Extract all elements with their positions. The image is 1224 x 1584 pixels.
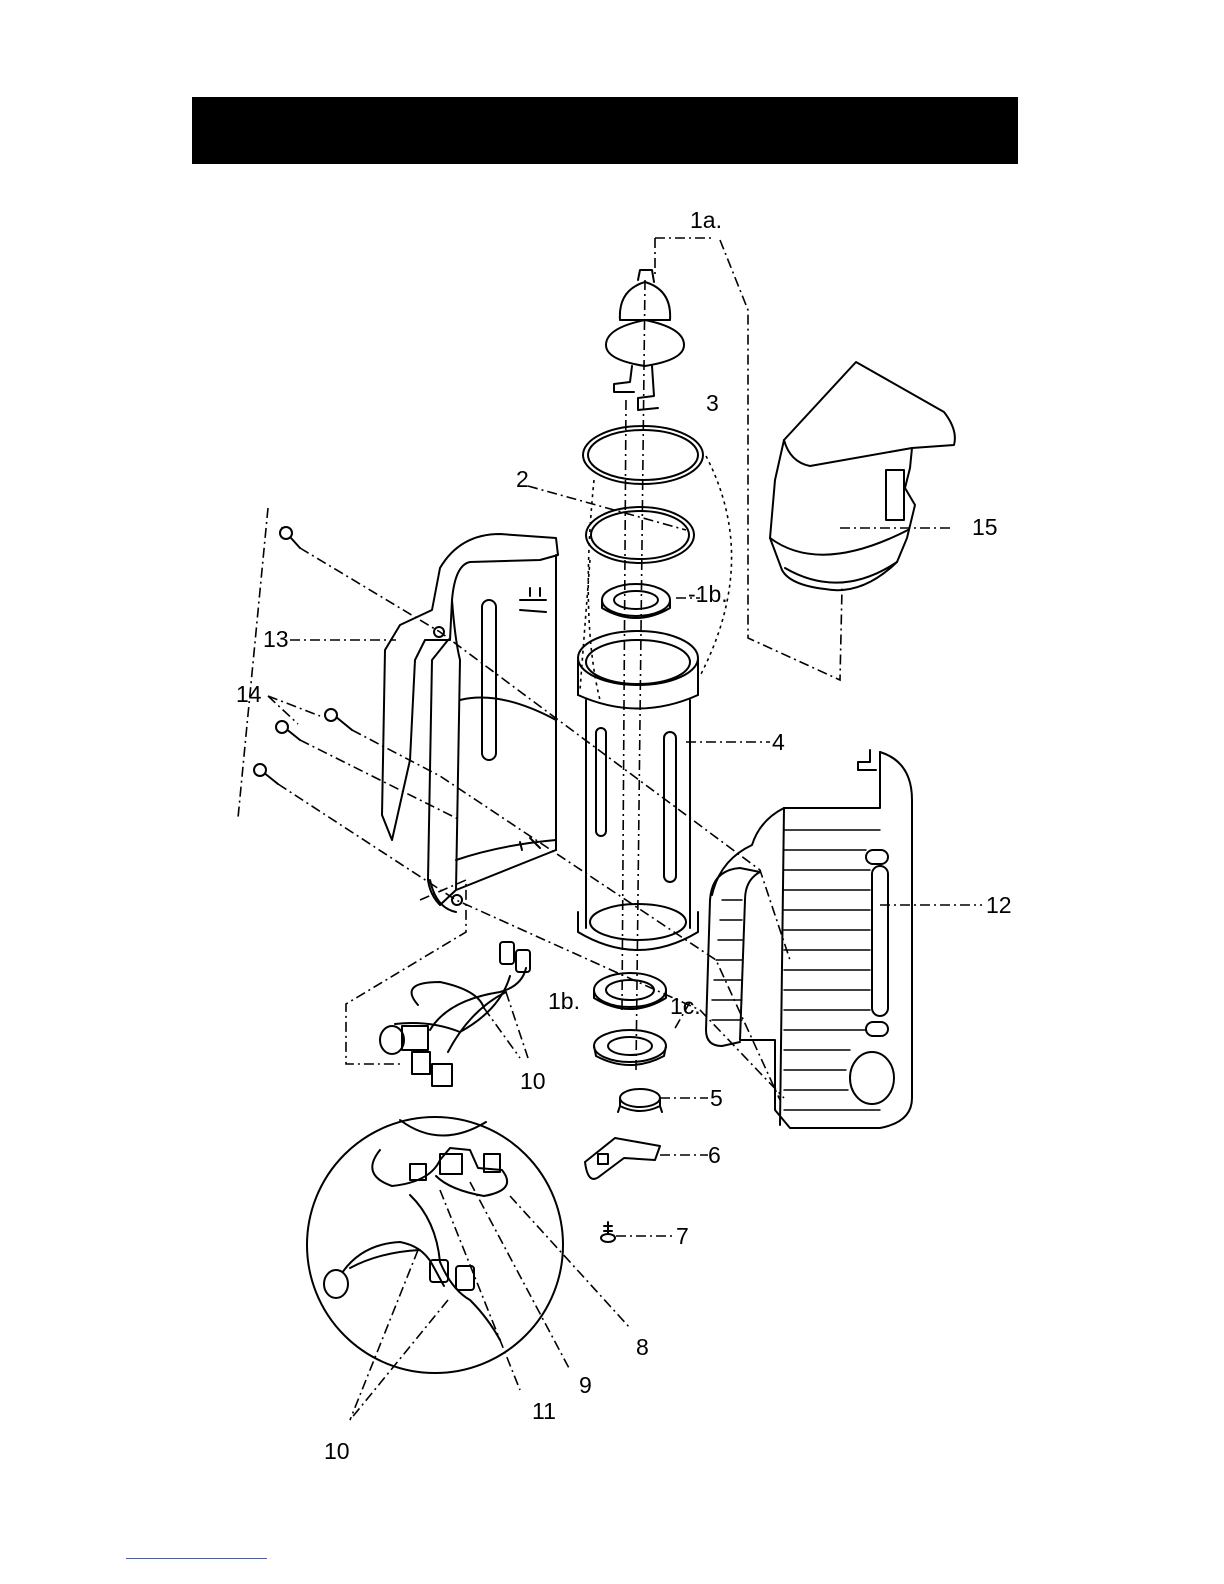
callout-4: 4 [772, 731, 785, 754]
callout-15: 15 [972, 516, 998, 539]
wiring-detail-inset [307, 1117, 563, 1373]
callout-1a: 1a. [690, 209, 722, 232]
callout-12: 12 [986, 894, 1012, 917]
callout-10-bottom: 10 [324, 1440, 350, 1463]
bottom-rule [126, 1558, 267, 1559]
callout-6: 6 [708, 1144, 721, 1167]
callout-13: 13 [263, 628, 289, 651]
part-5-thermostat [618, 1089, 662, 1112]
part-15-top-cover [770, 362, 955, 590]
callout-1c: 1c. [670, 995, 701, 1018]
callout-2: 2 [516, 468, 529, 491]
callout-1b-upper: -1b. [688, 583, 728, 606]
part-7-screw [601, 1222, 615, 1242]
part-13-left-housing [382, 534, 558, 912]
callout-5: 5 [710, 1087, 723, 1110]
part-1b-upper-washer [602, 584, 670, 618]
callout-9: 9 [579, 1374, 592, 1397]
callout-14: 14 [236, 683, 262, 706]
part-14-screws [254, 527, 352, 784]
callout-10-top: 10 [520, 1070, 546, 1093]
part-12-right-housing [706, 750, 912, 1128]
callout-1b-lower: 1b. [548, 990, 580, 1013]
part-2-seal-ring [586, 507, 694, 563]
callout-11: 11 [532, 1400, 556, 1423]
part-1a-thermostat-cap [606, 270, 684, 410]
callout-8: 8 [636, 1336, 649, 1359]
callout-3: 3 [706, 392, 719, 415]
callout-7: 7 [676, 1225, 689, 1248]
part-1c-nut [594, 1030, 666, 1065]
part-6-bracket [585, 1138, 660, 1179]
part-10-wiring-harness [380, 942, 530, 1086]
